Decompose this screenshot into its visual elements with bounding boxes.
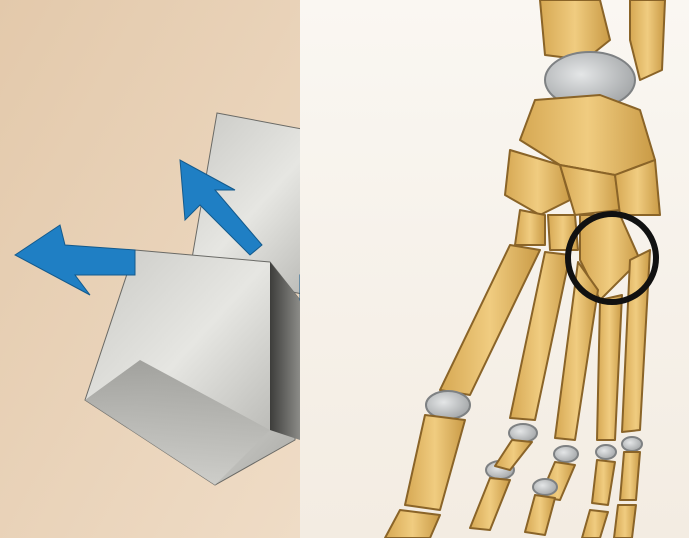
shear-diagram	[0, 0, 300, 538]
foot-skeleton-illustration	[300, 0, 689, 538]
foot-skeleton-panel	[300, 0, 689, 538]
shear-diagram-panel	[0, 0, 300, 538]
